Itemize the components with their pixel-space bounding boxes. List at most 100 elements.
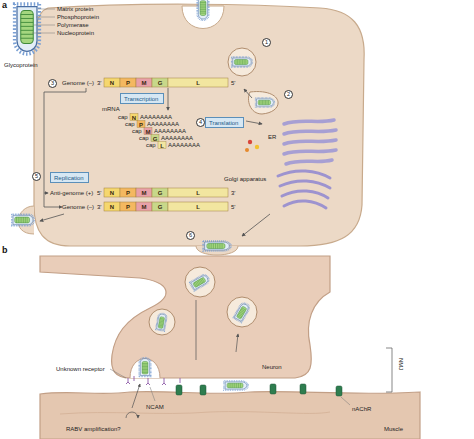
genome-bars [104, 202, 120, 211]
receptor [126, 378, 130, 384]
golgi-apparatus [278, 171, 330, 208]
gene-letter: G [153, 136, 158, 142]
budding-virion [203, 241, 231, 251]
structure-label: RABV amplification? [66, 426, 121, 432]
callout-number: 5 [32, 172, 41, 181]
leader-line [150, 387, 155, 401]
neuron [196, 300, 238, 360]
genome-bars [168, 78, 228, 87]
leader-line [110, 369, 126, 378]
virus-entry [197, 0, 209, 20]
end-label: 5' [231, 80, 235, 86]
process-arrow [168, 88, 169, 110]
structure-label: Muscle [384, 426, 403, 432]
genome-label: Genome (–) [62, 80, 94, 86]
key-label: Matrix protein [57, 6, 93, 12]
polya-tail: AAAAAAAA [147, 121, 179, 127]
mrna-label: mRNA [102, 106, 120, 112]
polya-tail: AAAAAAAA [140, 114, 172, 120]
mrna-boxes [144, 128, 152, 135]
gene-letter: P [126, 204, 130, 210]
gene-letter: P [126, 80, 130, 86]
genome-bars [136, 202, 152, 211]
genome-bars [104, 188, 120, 197]
gene-letter: P [139, 122, 143, 128]
polya-tail: AAAAAAAA [161, 135, 193, 141]
protein-dots [245, 148, 249, 152]
neuron [227, 297, 257, 327]
end-label: 5' [97, 190, 101, 196]
virion-key [15, 4, 56, 54]
muscle [40, 392, 420, 439]
panel-letter: b [2, 246, 8, 255]
virus-entry [182, 0, 278, 114]
virion-key [32, 9, 55, 33]
nmj-bracket [386, 348, 392, 392]
endoplasmic-reticulum [284, 140, 336, 144]
callout-number: 4 [196, 118, 205, 127]
gene-letter: P [126, 190, 130, 196]
cap-label: cap [139, 135, 149, 141]
process-arrow [246, 121, 262, 124]
organelle-label: Golgi apparatus [224, 176, 266, 182]
gene-letter: N [110, 80, 114, 86]
neuron [40, 256, 330, 378]
process-box: Translation [205, 117, 244, 128]
muscle [60, 412, 330, 414]
cap-label: cap [146, 142, 156, 148]
nachr-receptor [200, 385, 206, 395]
key-label: Nucleoprotein [57, 30, 94, 36]
amplification-loop [126, 412, 138, 418]
leader-line [341, 397, 350, 405]
receptor [180, 378, 181, 383]
process-label: Translation [209, 120, 238, 126]
virion-key [15, 4, 40, 54]
end-label: 3' [231, 190, 235, 196]
key-label: Polymerase [57, 22, 89, 28]
genome-bars [168, 202, 228, 211]
nachr-receptor [300, 384, 306, 394]
gene-letter: M [142, 190, 147, 196]
callout-number: 6 [186, 231, 195, 240]
genome-bars [168, 188, 228, 197]
nachr-receptor [176, 385, 182, 395]
polya-tail: AAAAAAAA [168, 142, 200, 148]
protein-dots [255, 145, 259, 149]
virus-entry [244, 89, 252, 98]
genome-bars [136, 78, 152, 87]
golgi-apparatus [284, 201, 326, 208]
mrna-boxes [130, 114, 138, 121]
process-box: Transcription [120, 93, 164, 104]
gene-letter: N [132, 115, 136, 121]
genome-bars [120, 188, 136, 197]
gene-letter: L [160, 143, 164, 149]
endoplasmic-reticulum [284, 150, 336, 154]
end-label: 3' [97, 80, 101, 86]
neuron [139, 358, 151, 377]
structure-label: nAChR [352, 406, 371, 412]
genome-bars [152, 202, 168, 211]
endoplasmic-reticulum [284, 120, 334, 124]
genome-bars [120, 78, 136, 87]
nachr-receptor [336, 386, 342, 396]
genome-label: Anti-genome (+) [50, 190, 93, 196]
callout-number: 3 [48, 79, 57, 88]
gene-letter: L [196, 80, 200, 86]
neuron [233, 301, 251, 322]
neuron [130, 359, 160, 379]
process-arrow [40, 88, 270, 236]
key-label: Glycoprotein [4, 62, 38, 68]
gene-letter: N [110, 190, 114, 196]
golgi-apparatus [278, 171, 330, 178]
callout-number: 1 [262, 38, 271, 47]
nmj-bracket [386, 348, 392, 392]
gene-letter: L [196, 190, 200, 196]
genome-bars [120, 202, 136, 211]
budding-virion [12, 214, 231, 251]
nachr-receptor [176, 384, 342, 396]
process-box: Replication [50, 172, 89, 183]
end-label: 3' [97, 204, 101, 210]
genome-bars [152, 78, 168, 87]
neuron [40, 256, 330, 378]
genome-bars [104, 78, 120, 87]
